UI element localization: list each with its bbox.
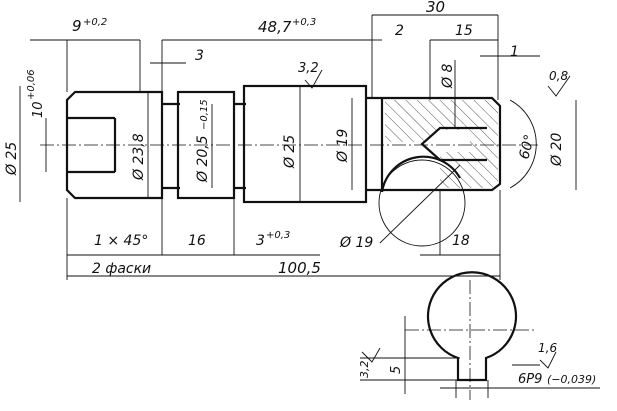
key-width-label: 6P9 <box>518 372 542 387</box>
roughness-3-2-label: 3,2 <box>298 61 319 76</box>
dim-len-3-tol: +0,3 <box>266 230 290 241</box>
dim-d10: 10 <box>31 101 46 118</box>
dimension-lines <box>19 14 577 280</box>
dim-d10-tol: +0,06 <box>26 69 37 100</box>
dim-top-1: 1 <box>510 44 519 60</box>
dim-top-9: 9 <box>72 17 82 35</box>
dim-d23-8: Ø 23,8 <box>131 133 147 181</box>
dim-circle-d19: Ø 19 <box>339 235 373 251</box>
dim-chamfer: 1 × 45° <box>94 233 148 249</box>
dim-top-2: 2 <box>395 23 404 39</box>
roughness-0-8-label: 0,8 <box>549 69 568 83</box>
chamfers-note: 2 фаски <box>92 261 151 277</box>
dim-d25-mid: Ø 25 <box>282 135 298 169</box>
dim-len-18: 18 <box>452 233 470 249</box>
section-roughness-3-2-label: 3,2 <box>358 361 371 379</box>
dim-top-48-7-tol: +0,3 <box>292 17 316 28</box>
dim-d20-5: Ø 20,5 <box>195 135 211 183</box>
section-view <box>360 271 600 400</box>
dim-len-3: 3 <box>256 233 265 249</box>
roughness-mark-3-2 <box>304 69 323 89</box>
center-drill-hole <box>420 126 487 162</box>
shaft-outline <box>65 84 502 247</box>
dim-top-15: 15 <box>455 23 473 39</box>
roughness-mark-0-8 <box>547 75 571 97</box>
section-circle <box>426 271 518 382</box>
shaft-step-d19 <box>366 96 384 192</box>
section-roughness-1-6-label: 1,6 <box>538 341 557 355</box>
dim-total-100-5: 100,5 <box>278 259 321 277</box>
shaft-section-3 <box>242 84 368 204</box>
dim-angle-60: 60° <box>516 133 538 161</box>
key-width-tol: (−0,039) <box>547 373 596 386</box>
dim-top-48-7: 48,7 <box>258 18 292 36</box>
dim-len-16: 16 <box>188 233 206 249</box>
dim-top-9-tol: +0,2 <box>83 17 107 28</box>
dim-top-3: 3 <box>195 48 204 64</box>
shaft-right-end <box>382 96 502 192</box>
dim-d20-right: Ø 20 <box>549 133 565 167</box>
section-roughness-1-6 <box>539 351 557 369</box>
right-end-hatch <box>385 100 498 188</box>
cut-circle-d19 <box>378 159 466 247</box>
dim-d19: Ø 19 <box>335 129 351 163</box>
dim-d8: Ø 8 <box>440 64 456 89</box>
section-dim-5: 5 <box>389 366 404 374</box>
cut-arc <box>380 155 461 193</box>
dim-d25-left: Ø 25 <box>4 142 20 176</box>
dim-top-30: 30 <box>426 0 445 16</box>
dim-d20-5-tol: −0,15 <box>199 99 210 130</box>
section-roughness-3-2 <box>361 347 381 363</box>
